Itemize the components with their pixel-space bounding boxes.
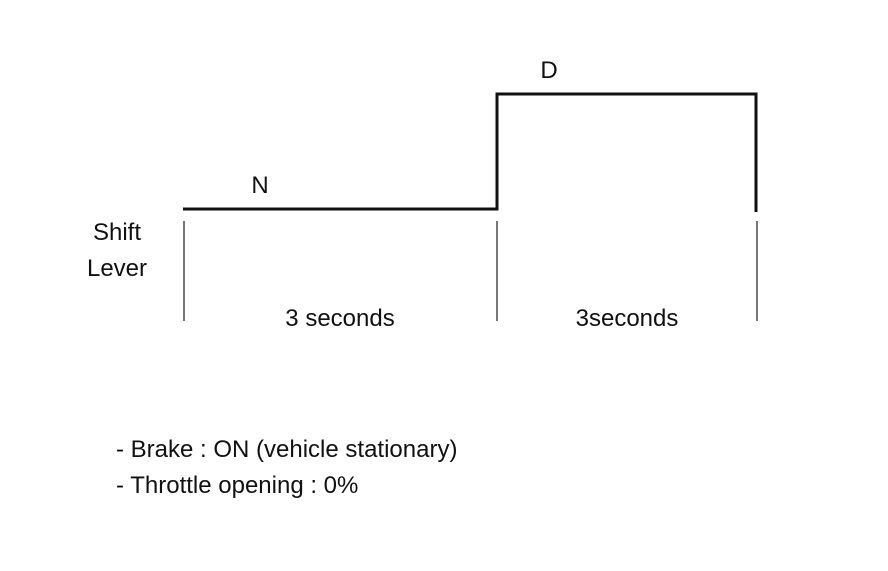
condition-brake: - Brake : ON (vehicle stationary): [116, 436, 458, 463]
shift-lever-label-line1: Shift: [93, 219, 141, 246]
position-label-d: D: [540, 57, 557, 84]
test-conditions: - Brake : ON (vehicle stationary) - Thro…: [116, 432, 457, 504]
position-label-n: N: [251, 172, 268, 199]
shift-lever-label-line2: Lever: [87, 255, 147, 282]
condition-throttle: - Throttle opening : 0%: [116, 472, 359, 499]
duration-label-n-phase: 3 seconds: [285, 305, 394, 332]
shift-position-signal-line: [183, 92, 758, 212]
duration-label-d-phase: 3seconds: [576, 305, 679, 332]
